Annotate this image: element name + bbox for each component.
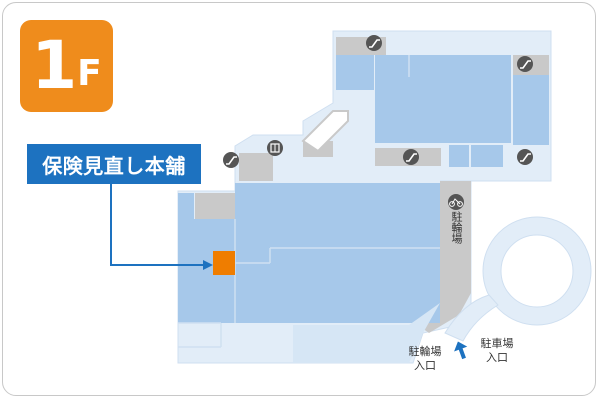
store-block-right-lower: [293, 293, 440, 363]
elevator-icon[interactable]: [267, 140, 283, 156]
bicycle-entrance-label-bottom: 入口: [414, 359, 436, 372]
escalator-icon[interactable]: [403, 149, 419, 165]
bicycle-icon[interactable]: [448, 194, 464, 210]
store-block-main: [235, 183, 440, 323]
store-block-right-top: [513, 75, 549, 107]
diagonal-corridor: [301, 110, 349, 153]
store-block-top-main: [375, 77, 511, 143]
escalator-icon[interactable]: [517, 149, 533, 165]
car-entrance-label: 駐車場 入口: [473, 337, 521, 365]
floor-suffix: F: [77, 53, 102, 94]
shop-label[interactable]: 保険見直し本舗: [27, 144, 201, 184]
store-dividers: [178, 55, 440, 348]
parking-ramp: [444, 216, 592, 342]
floor-number: 1: [31, 27, 77, 104]
shop-marker-icon[interactable]: [213, 251, 235, 275]
bicycle-parking-label: 駐輪場: [449, 211, 463, 248]
store-block-right-mid: [513, 107, 549, 145]
floor-badge: 1 F: [20, 20, 113, 112]
escalator-icon[interactable]: [366, 35, 382, 51]
escalator-icon[interactable]: [223, 152, 239, 168]
car-entrance-label-bottom: 入口: [486, 351, 508, 364]
map-card: 1 F 保険見直し本舗 駐輪場 駐輪場 入口 駐車場 入口: [2, 2, 596, 396]
store-block-top-center: [409, 55, 511, 77]
entrance-arrow-icon[interactable]: [451, 339, 470, 361]
escalator-icon[interactable]: [517, 56, 533, 72]
store-block-top-left: [336, 55, 374, 90]
shop-leader-line: [110, 184, 205, 266]
car-entrance-label-top: 駐車場: [480, 337, 514, 350]
bicycle-entrance-label: 駐輪場 入口: [401, 345, 449, 373]
floor-map: [110, 30, 592, 364]
store-block-top-mid: [375, 55, 409, 77]
store-blocks: [178, 55, 549, 363]
bicycle-parking-text: 駐輪場: [450, 211, 463, 244]
store-block-small-2: [471, 145, 503, 167]
store-block-small-1: [449, 145, 469, 167]
bicycle-entrance-label-top: 駐輪場: [408, 345, 442, 358]
leader-arrow-icon: [203, 260, 213, 270]
store-block-left-top: [178, 193, 194, 219]
